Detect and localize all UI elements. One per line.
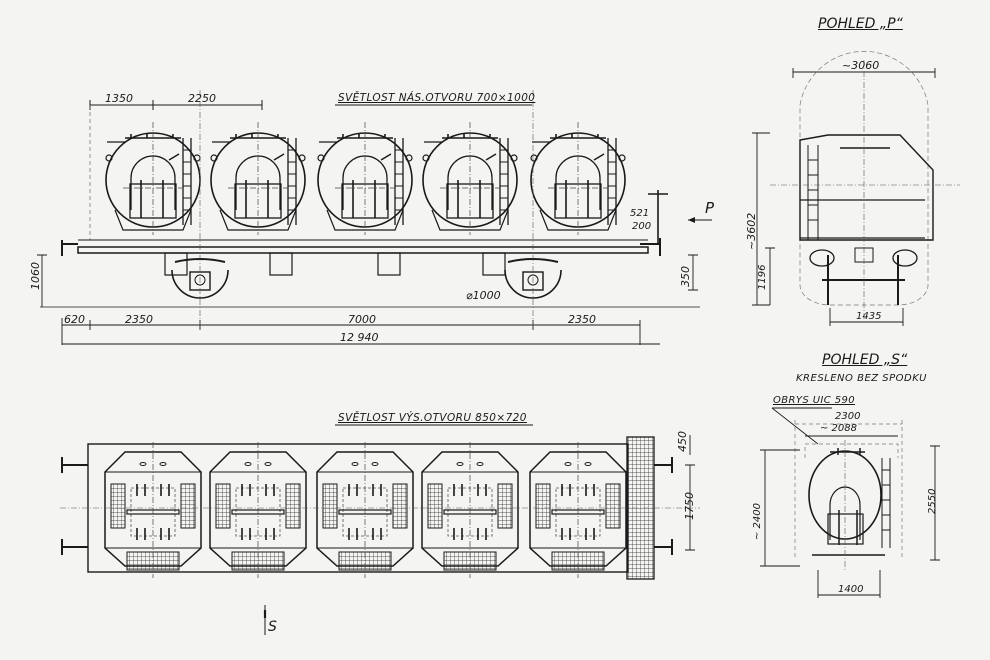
dim-2550: 2550 (927, 488, 938, 514)
dim-2400: ~ 2400 (752, 502, 763, 540)
dim-3602: ~3602 (745, 212, 758, 250)
view-s (760, 407, 940, 598)
dim-1750: 1750 (683, 492, 696, 520)
dim-1350: 1350 (105, 92, 133, 105)
dim-2250: 2250 (188, 92, 216, 105)
dim-2350-left: 2350 (125, 313, 153, 326)
dim-2300: 2300 (835, 411, 861, 422)
dim-450: 450 (676, 431, 689, 452)
dim-1435: 1435 (856, 311, 882, 322)
view-p-title: POHLED „P“ (818, 16, 903, 32)
side-opening-label: SVĚTLOST NÁS.OTVORU 700×1000 (338, 92, 536, 104)
dim-12940: 12 940 (340, 331, 379, 344)
dim-2350-right: 2350 (568, 313, 596, 326)
dim-1060: 1060 (29, 262, 42, 290)
plan-view (60, 424, 700, 635)
dim-1400: 1400 (838, 584, 864, 595)
dim-350: 350 (679, 266, 692, 287)
profile-note: OBRYS UIC 590 (773, 395, 856, 406)
dim-7000: 7000 (348, 313, 376, 326)
dim-1196: 1196 (757, 264, 768, 290)
view-s-title: POHLED „S“ (822, 352, 908, 368)
view-p (752, 51, 960, 326)
dim-3060: ~3060 (842, 59, 880, 72)
plan-opening-label: SVĚTLOST VÝS.OTVORU 850×720 (338, 412, 527, 424)
view-marker-p: P (705, 199, 715, 217)
side-view (37, 90, 712, 345)
view-marker-s: S (268, 619, 277, 635)
dim-620: 620 (64, 313, 85, 326)
view-s-subtitle: KRESLENO BEZ SPODKU (796, 373, 927, 384)
dim-200: 200 (632, 221, 652, 232)
dim-wheel-diameter: ⌀1000 (466, 289, 501, 302)
dim-2088: ~ 2088 (820, 423, 858, 434)
dim-521: 521 (630, 208, 650, 219)
